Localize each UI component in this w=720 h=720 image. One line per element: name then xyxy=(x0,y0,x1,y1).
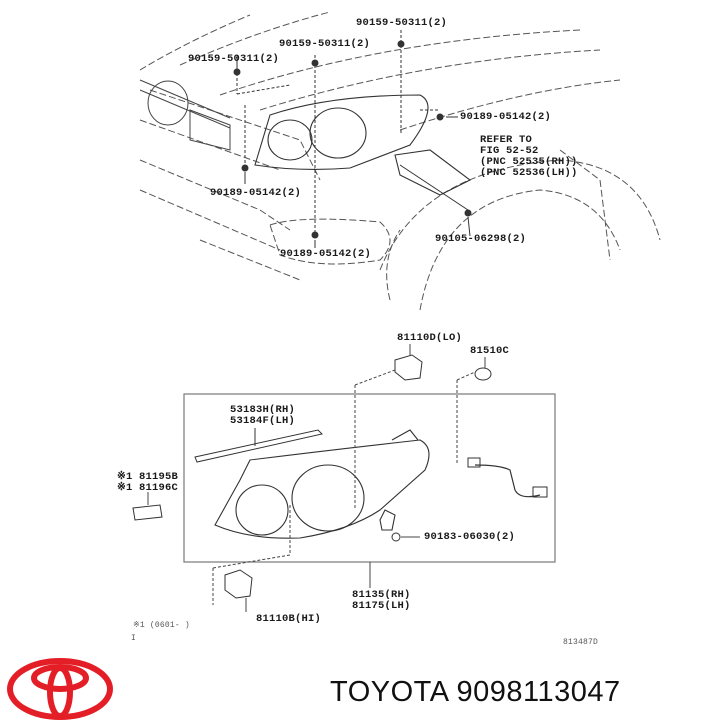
part-label-53183h-rh[interactable]: 53183H(RH) xyxy=(230,404,296,416)
footnote: ※1 (0601- ) xyxy=(133,621,190,630)
part-label-90189-05142-bottom[interactable]: 90189-05142(2) xyxy=(280,248,372,260)
refer-note-line-2: FIG 52-52 xyxy=(480,145,539,157)
part-label-81196c[interactable]: ※1 81196C xyxy=(117,482,179,494)
part-label-81175-lh[interactable]: 81175(LH) xyxy=(352,600,411,612)
part-label-53184f-lh[interactable]: 53184F(LH) xyxy=(230,415,296,427)
part-label-90159-50311-a[interactable]: 90159-50311(2) xyxy=(188,53,280,65)
refer-note-line-4: (PNC 52536(LH)) xyxy=(480,167,578,179)
part-label-81135-rh[interactable]: 81135(RH) xyxy=(352,589,411,601)
refer-note-line-1: REFER TO xyxy=(480,134,533,146)
toyota-logo-icon xyxy=(4,654,116,720)
part-label-90189-05142-right[interactable]: 90189-05142(2) xyxy=(460,111,552,123)
part-label-90159-50311-b[interactable]: 90159-50311(2) xyxy=(279,38,371,50)
part-label-90105-06298[interactable]: 90105-06298(2) xyxy=(435,233,527,245)
part-label-90189-05142-left[interactable]: 90189-05142(2) xyxy=(210,187,302,199)
refer-note-line-3: (PNC 52535(RH)) xyxy=(480,156,578,168)
part-label-90183-06030[interactable]: 90183-06030(2) xyxy=(424,531,516,543)
part-label-81510c[interactable]: 81510C xyxy=(470,345,510,357)
part-label-81195b[interactable]: ※1 81195B xyxy=(117,471,179,483)
part-label-81110b-hi[interactable]: 81110B(HI) xyxy=(256,613,322,625)
product-title: TOYOTA 9098113047 xyxy=(330,676,621,708)
figure-code: 813487D xyxy=(563,638,599,647)
part-label-81110d-lo[interactable]: 81110D(LO) xyxy=(397,332,463,344)
part-label-90159-50311-c[interactable]: 90159-50311(2) xyxy=(356,17,448,29)
footnote-mark: I xyxy=(131,634,137,643)
